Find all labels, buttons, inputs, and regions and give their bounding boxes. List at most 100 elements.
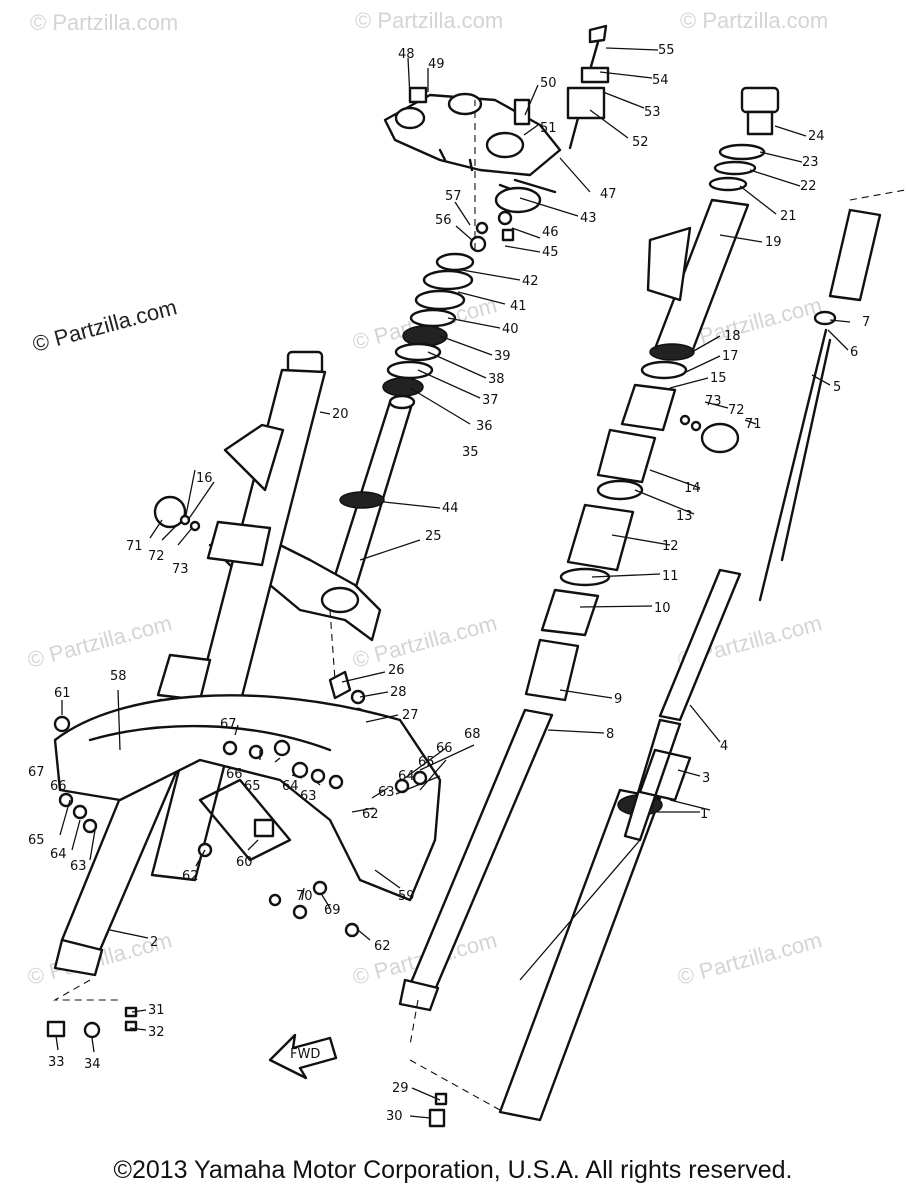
part-label: 70 — [296, 889, 313, 904]
part-label: 51 — [540, 121, 557, 136]
part-label: 2 — [150, 935, 158, 950]
part-label: 24 — [808, 129, 825, 144]
part-label: 41 — [510, 299, 527, 314]
forward-arrow — [268, 1033, 338, 1080]
part-label: 44 — [442, 501, 459, 516]
watermark-text: © Partzilla.com — [30, 294, 180, 357]
part-label: 17 — [722, 349, 739, 364]
part-label: 49 — [428, 57, 445, 72]
part-label: 55 — [658, 43, 675, 58]
part-label: 65 — [244, 779, 261, 794]
part-label: 5 — [833, 380, 841, 395]
part-label: 73 — [172, 562, 189, 577]
part-label: 39 — [494, 349, 511, 364]
part-label: 43 — [580, 211, 597, 226]
part-label: 48 — [398, 47, 415, 62]
part-label: 66 — [436, 741, 453, 756]
watermark-text: © Partzilla.com — [675, 927, 825, 990]
part-label: 61 — [54, 686, 71, 701]
part-label: 15 — [710, 371, 727, 386]
part-label: 72 — [728, 403, 745, 418]
part-label: 42 — [522, 274, 539, 289]
part-label: 71 — [126, 539, 143, 554]
part-label: 45 — [542, 245, 559, 260]
part-label: 28 — [390, 685, 407, 700]
watermark-text: © Partzilla.com — [30, 10, 178, 35]
part-label: 31 — [148, 1003, 165, 1018]
part-label: 64 — [282, 779, 299, 794]
part-label: 63 — [378, 785, 395, 800]
part-label: 26 — [388, 663, 405, 678]
part-label: 64 — [398, 769, 415, 784]
part-labels: 48 49 50 51 52 53 54 55 47 43 46 45 57 5… — [28, 43, 870, 1124]
part-label: 11 — [662, 569, 679, 584]
part-label: 64 — [50, 847, 67, 862]
part-label: 4 — [720, 739, 728, 754]
watermark-text: © Partzilla.com — [680, 8, 828, 33]
part-label: 14 — [684, 481, 701, 496]
parts-drawing — [46, 24, 906, 1128]
part-label: 66 — [226, 767, 243, 782]
part-label: 63 — [70, 859, 87, 874]
part-label: 62 — [182, 869, 199, 884]
part-label: 38 — [488, 372, 505, 387]
part-label: 71 — [745, 417, 762, 432]
part-label: 53 — [644, 105, 661, 120]
leader-lines — [55, 47, 851, 1119]
part-label: 68 — [464, 727, 481, 742]
part-label: 10 — [654, 601, 671, 616]
part-label: 46 — [542, 225, 559, 240]
part-label: 23 — [802, 155, 819, 170]
fwd-label: FWD — [290, 1047, 320, 1062]
part-label: 57 — [445, 189, 462, 204]
part-label: 58 — [110, 669, 127, 684]
part-label: 47 — [600, 187, 617, 202]
left-fork-leg — [46, 350, 327, 1039]
part-label: 7 — [862, 315, 870, 330]
part-label: 60 — [236, 855, 253, 870]
part-label: 54 — [652, 73, 669, 88]
part-label: 32 — [148, 1025, 165, 1040]
part-label: 59 — [398, 889, 415, 904]
part-label: 62 — [362, 807, 379, 822]
part-label: 20 — [332, 407, 349, 422]
copyright-text: ©2013 Yamaha Motor Corporation, U.S.A. A… — [113, 1156, 793, 1184]
part-label: 73 — [705, 394, 722, 409]
front-fender — [53, 694, 442, 938]
part-label: 12 — [662, 539, 679, 554]
part-label: 50 — [540, 76, 557, 91]
part-label: 18 — [724, 329, 741, 344]
part-label: 3 — [702, 771, 710, 786]
part-label: 16 — [196, 471, 213, 486]
right-fork-leg — [398, 86, 882, 1128]
upper-bracket — [383, 24, 610, 253]
fork-exploded-diagram: © Partzilla.com © Partzilla.com © Partzi… — [25, 8, 906, 1128]
part-label: 72 — [148, 549, 165, 564]
part-label: 40 — [502, 322, 519, 337]
part-label: 8 — [606, 727, 614, 742]
part-label: 25 — [425, 529, 442, 544]
steering-washers — [382, 252, 475, 397]
part-label: 52 — [632, 135, 649, 150]
part-label: 33 — [48, 1055, 65, 1070]
watermark-text: © Partzilla.com — [25, 610, 175, 673]
part-label: 67 — [220, 717, 237, 732]
part-label: 63 — [300, 789, 317, 804]
part-label: 22 — [800, 179, 817, 194]
part-label: 36 — [476, 419, 493, 434]
part-label: 34 — [84, 1057, 101, 1072]
part-label: 65 — [418, 755, 435, 770]
part-label: 13 — [676, 509, 693, 524]
part-label: 30 — [386, 1109, 403, 1124]
part-label: 6 — [850, 345, 858, 360]
part-label: 1 — [700, 807, 708, 822]
part-label: 67 — [28, 765, 45, 780]
part-label: 69 — [324, 903, 341, 918]
part-label: 62 — [374, 939, 391, 954]
part-label: 66 — [50, 779, 67, 794]
part-label: 56 — [435, 213, 452, 228]
part-label: 27 — [402, 708, 419, 723]
part-label: 65 — [28, 833, 45, 848]
part-label: 37 — [482, 393, 499, 408]
part-label: 21 — [780, 209, 797, 224]
